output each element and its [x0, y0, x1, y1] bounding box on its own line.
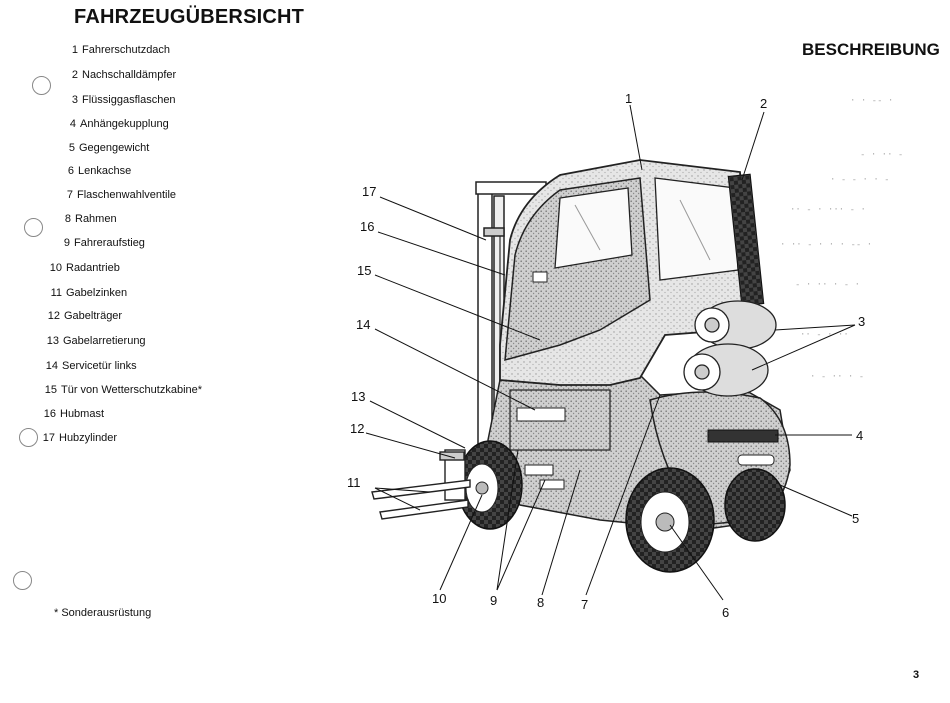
service-door-latch — [516, 407, 566, 422]
binder-hole — [24, 218, 43, 237]
bleed-through-marks: · - - · · - — [830, 175, 890, 185]
rear-wheel-left — [625, 467, 715, 573]
callout-17: 17 — [362, 184, 376, 199]
callout-12: 12 — [350, 421, 364, 436]
driver-step — [524, 464, 554, 476]
bleed-through-marks: ·· - · ··· - · — [790, 205, 866, 215]
cabin-window-front — [554, 187, 633, 269]
callout-labels: 1 2 3 4 5 6 7 8 9 10 11 12 13 14 15 16 1… — [347, 91, 865, 620]
bleed-through-marks: - · ·· · - · — [795, 280, 861, 290]
bleed-through-marks: · ·· - · · · -- · — [780, 240, 873, 250]
callout-11: 11 — [347, 475, 361, 490]
driver-step — [539, 479, 565, 490]
rear-wheel-right — [724, 468, 786, 542]
bleed-through-marks: - · ·· - — [860, 150, 904, 160]
callout-13: 13 — [351, 389, 365, 404]
callout-9: 9 — [490, 593, 497, 608]
callout-1: 1 — [625, 91, 632, 106]
callout-6: 6 — [722, 605, 729, 620]
footnote: * Sonderausrüstung — [54, 607, 152, 619]
callout-16: 16 — [360, 219, 374, 234]
bleed-through-marks: · - ·· · - — [810, 372, 865, 382]
bleed-through-marks: ·· - · ·· — [800, 330, 849, 340]
binder-hole — [13, 571, 32, 590]
binder-hole — [19, 428, 38, 447]
gas-cylinders — [683, 300, 777, 397]
cabin-window-side — [654, 177, 739, 281]
callout-5: 5 — [852, 511, 859, 526]
callout-14: 14 — [356, 317, 370, 332]
front-wheel — [457, 440, 523, 530]
callout-3: 3 — [858, 314, 865, 329]
callout-8: 8 — [537, 595, 544, 610]
callout-10: 10 — [432, 591, 446, 606]
page-title: FAHRZEUGÜBERSICHT — [74, 6, 305, 28]
binder-hole — [32, 76, 51, 95]
page-number: 3 — [913, 669, 920, 681]
rear-light — [737, 454, 775, 466]
callout-15: 15 — [357, 263, 371, 278]
leader-lines — [365, 104, 856, 601]
section-title: BESCHREIBUNG — [802, 40, 940, 59]
callout-2: 2 — [760, 96, 767, 111]
bleed-through-marks: · · -- · — [850, 96, 894, 106]
forks — [371, 449, 471, 520]
tow-coupling — [707, 429, 779, 443]
callout-4: 4 — [856, 428, 863, 443]
callout-7: 7 — [581, 597, 588, 612]
